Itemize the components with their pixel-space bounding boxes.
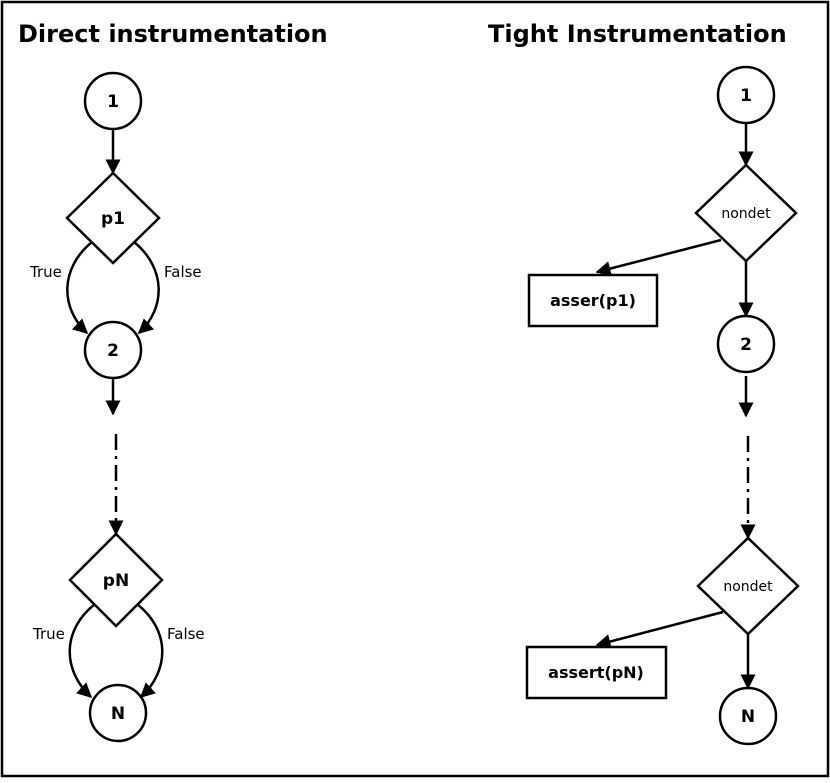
right-assert-1-label: asser(p1) [550, 291, 636, 310]
right-assert-n-label: assert(pN) [548, 663, 644, 682]
right-assert-n-box [525, 645, 668, 700]
left-node-1-label: 1 [107, 92, 119, 112]
left-node-n-label: N [111, 704, 125, 724]
right-node-1-label: 1 [740, 86, 752, 106]
left-label-false-1: False [164, 263, 202, 281]
right-node-2-label: 2 [740, 335, 752, 355]
left-decision-pn [68, 532, 164, 628]
left-edge-true-1 [66, 241, 93, 335]
left-label-true-1: True [29, 263, 62, 281]
right-nondet-1-label: nondet [721, 206, 771, 222]
left-decision-pn-label: pN [103, 571, 129, 591]
left-edge-false-n [136, 603, 164, 699]
left-node-n [88, 683, 148, 743]
right-title: Tight Instrumentation [488, 20, 787, 48]
right-assert-1-box [527, 273, 659, 328]
left-edge-false-1 [133, 241, 160, 335]
right-node-n-label: N [741, 707, 755, 727]
right-node-2 [716, 314, 776, 374]
right-edge-nondet-assert-n [595, 610, 724, 649]
right-panel: Tight Instrumentation 1 nondet asser(p1)… [488, 20, 800, 746]
right-edge-nondet-assert-1 [595, 238, 722, 276]
left-edge-true-n [68, 603, 96, 699]
right-node-n [718, 686, 778, 746]
left-node-2-label: 2 [107, 341, 119, 361]
left-decision-p1-label: p1 [101, 209, 125, 229]
right-nondet-n-label: nondet [723, 579, 773, 595]
left-title: Direct instrumentation [18, 20, 328, 48]
left-label-true-n: True [32, 625, 65, 643]
left-panel: Direct instrumentation 1 p1 True False 2… [18, 20, 328, 743]
left-decision-p1 [65, 171, 161, 265]
left-label-false-n: False [167, 625, 205, 643]
